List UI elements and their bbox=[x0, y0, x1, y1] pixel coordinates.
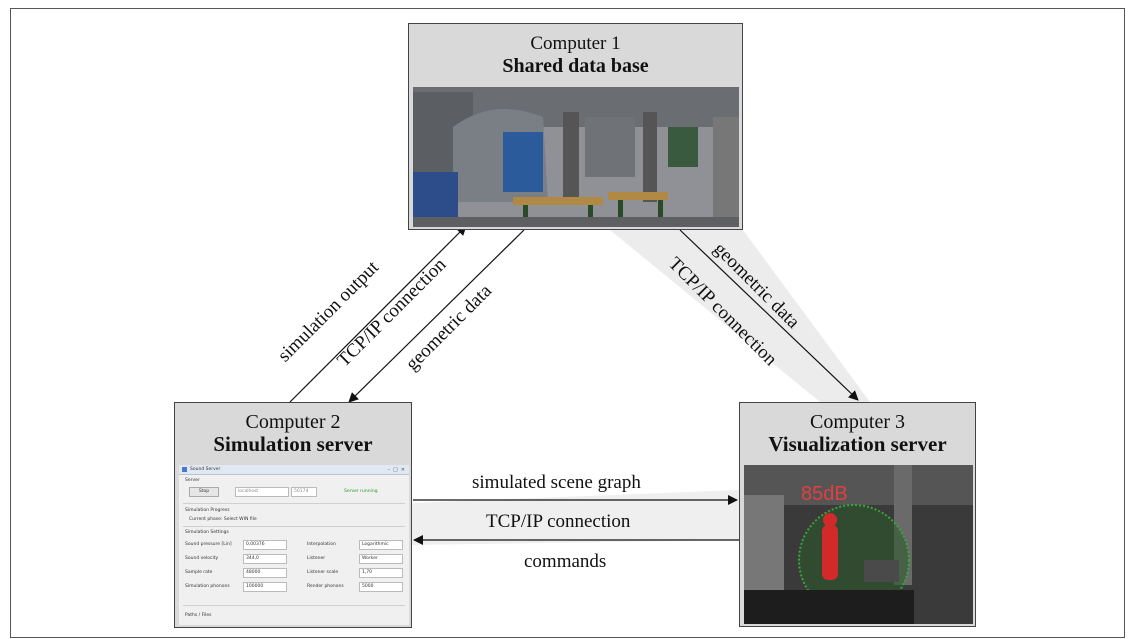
label-simulated-scene-graph: simulated scene graph bbox=[472, 472, 641, 493]
close-icon[interactable]: ✕ bbox=[400, 466, 405, 473]
settings-label: Simulation Settings bbox=[185, 530, 229, 535]
visualization-scene-image: 85dB bbox=[744, 465, 973, 624]
setting-label: Listener scale bbox=[307, 570, 339, 575]
beam-c2-c3 bbox=[412, 490, 739, 545]
minimize-icon[interactable]: – bbox=[387, 466, 391, 473]
setting-select[interactable]: Logarithmic bbox=[359, 540, 403, 550]
label-commands: commands bbox=[524, 551, 607, 572]
computer-2-role: Simulation server bbox=[213, 432, 373, 456]
factory-scene-image bbox=[413, 87, 739, 227]
worker-figure bbox=[822, 525, 838, 580]
host-field[interactable]: localhost bbox=[235, 487, 289, 497]
arrow-geometric-to-c3 bbox=[679, 229, 859, 401]
setting-label: Sample rate bbox=[185, 570, 213, 575]
computer-2-box: Computer 2 Simulation server Sound Serve… bbox=[174, 402, 412, 628]
setting-label: Interpolation bbox=[307, 542, 336, 547]
setting-field[interactable]: 100000 bbox=[243, 582, 287, 592]
computer-1-label: Computer 1 bbox=[530, 33, 621, 54]
app-icon bbox=[182, 467, 187, 472]
arrow-sim-output bbox=[289, 225, 467, 403]
simulation-window-screenshot: Sound Server –□✕ Server Stop localhost 5… bbox=[179, 465, 409, 625]
computer-3-box: Computer 3 Visualization server 85dB bbox=[739, 402, 976, 627]
setting-field[interactable]: 344,0 bbox=[243, 554, 287, 564]
stop-button[interactable]: Stop bbox=[189, 487, 219, 497]
setting-label: Simulation phonons bbox=[185, 584, 230, 589]
computer-1-box: Computer 1 Shared data base bbox=[408, 23, 743, 230]
setting-label: Render phonons bbox=[307, 584, 344, 589]
server-status: Server running bbox=[344, 489, 378, 494]
sound-level-readout: 85dB bbox=[801, 483, 848, 505]
computer-1-role: Shared data base bbox=[502, 54, 649, 77]
window-title: Sound Server bbox=[190, 467, 221, 472]
setting-select[interactable]: Worker bbox=[359, 554, 403, 564]
label-tcp-ip-c2-c3: TCP/IP connection bbox=[486, 511, 631, 532]
computer-3-label: Computer 3 bbox=[810, 411, 905, 433]
server-label: Server bbox=[185, 478, 200, 483]
setting-field[interactable]: 1,70 bbox=[359, 568, 403, 578]
setting-label: Listener bbox=[307, 556, 326, 561]
setting-label: Sound velocity bbox=[185, 556, 219, 561]
paths-label: Paths / Files bbox=[185, 613, 212, 618]
setting-label: Sound pressure [Lin] bbox=[185, 542, 232, 547]
setting-field[interactable]: 5000 bbox=[359, 582, 403, 592]
computer-2-label: Computer 2 bbox=[245, 411, 341, 433]
arrow-geometric-to-c2 bbox=[348, 229, 525, 403]
setting-field[interactable]: 0,00376 bbox=[243, 540, 287, 550]
computer-3-role: Visualization server bbox=[768, 432, 947, 456]
beam-c1-c3 bbox=[610, 230, 870, 402]
setting-field[interactable]: 48000 bbox=[243, 568, 287, 578]
maximize-icon[interactable]: □ bbox=[393, 466, 398, 473]
port-field[interactable]: 50174 bbox=[291, 487, 317, 497]
current-phase: Current phase: Select WIN file bbox=[189, 517, 257, 522]
progress-label: Simulation Progress bbox=[185, 508, 230, 513]
